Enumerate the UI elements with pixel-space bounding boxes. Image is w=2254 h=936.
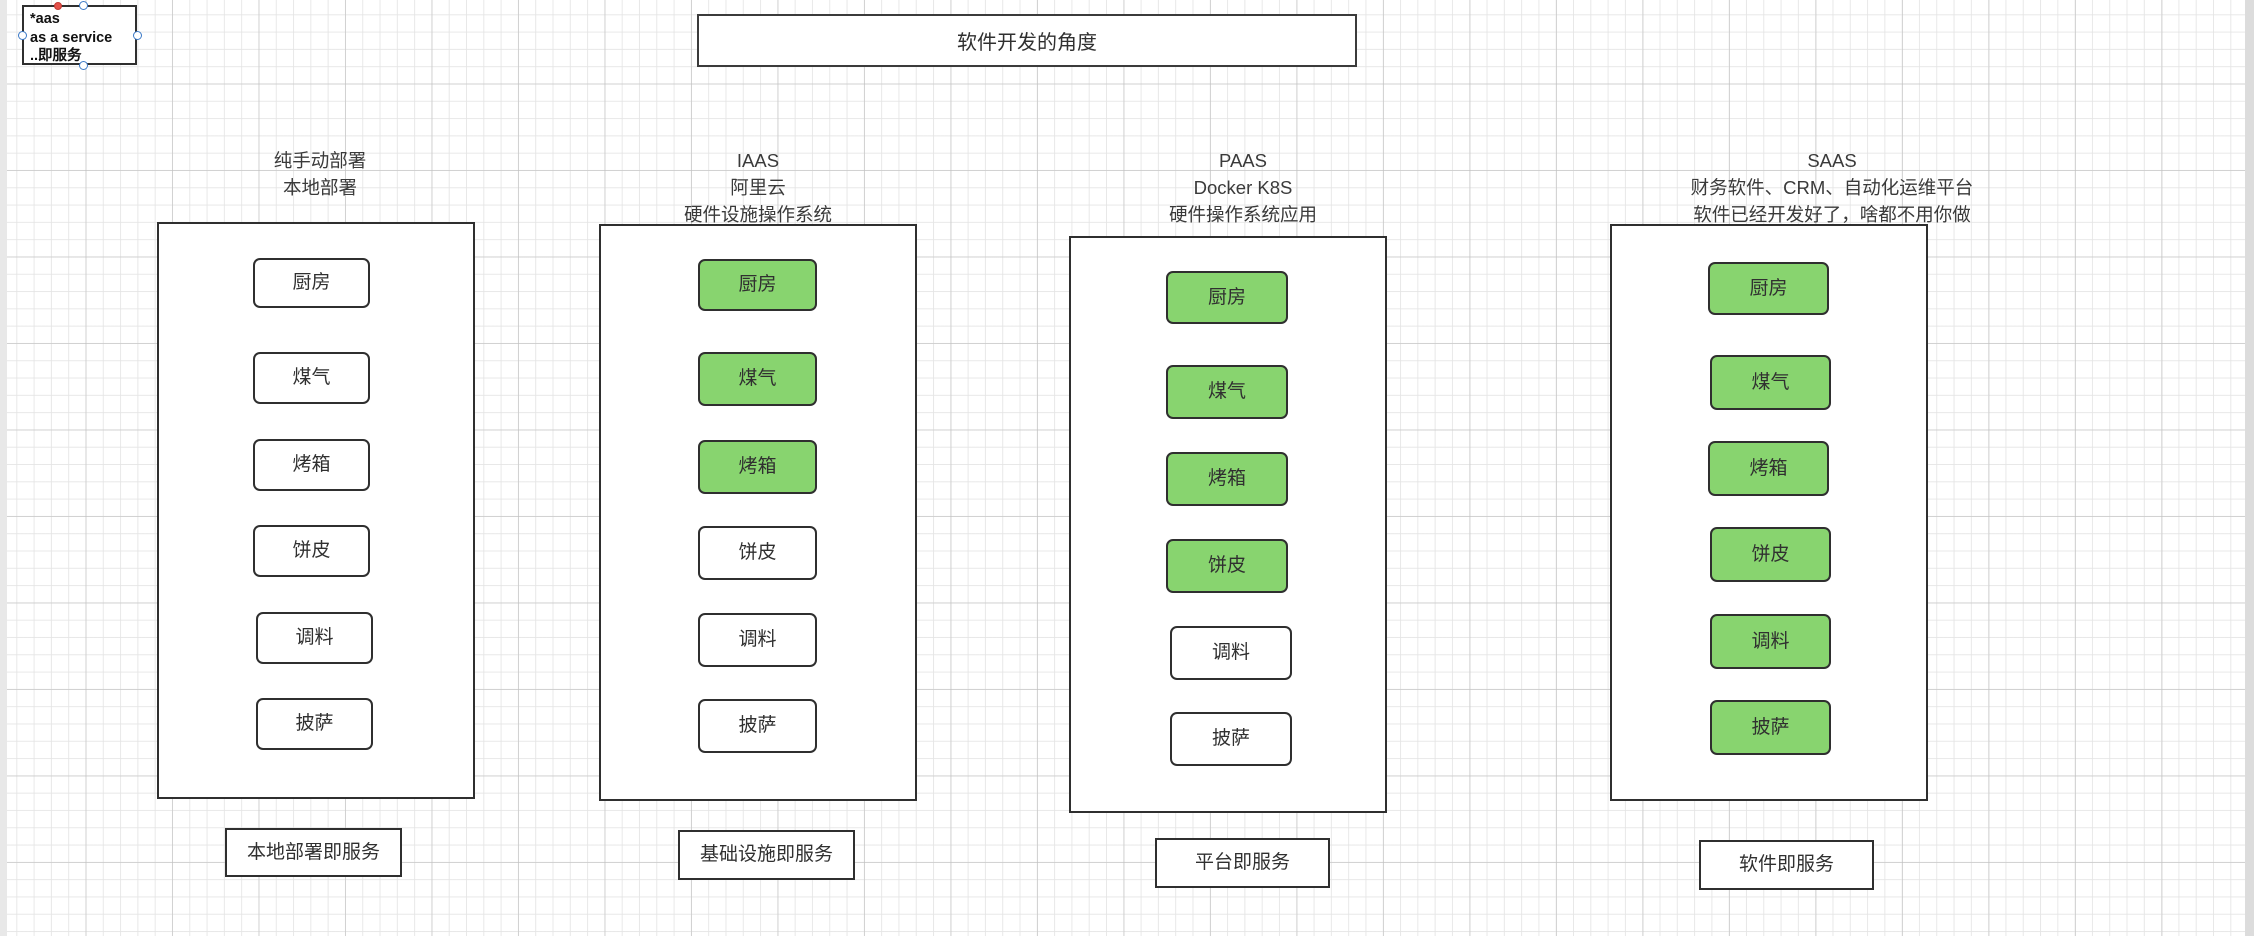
column-header-saas-line-3: 软件已经开发好了，啥都不用你做: [1693, 203, 1971, 225]
item-label: 烤箱: [1207, 468, 1246, 490]
column-header-iaas: IAAS 阿里云 硬件设施操作系统: [628, 148, 888, 228]
rotate-handle-icon[interactable]: [54, 2, 62, 10]
item-iaas-5[interactable]: 披萨: [698, 699, 817, 753]
item-label: 饼皮: [738, 542, 777, 564]
column-header-saas-line-2: 财务软件、CRM、自动化运维平台: [1690, 176, 1974, 198]
item-iaas-0[interactable]: 厨房: [698, 259, 817, 311]
item-label: 调料: [738, 629, 777, 651]
caption-label: 软件即服务: [1738, 854, 1834, 876]
caption-saas[interactable]: 软件即服务: [1699, 840, 1874, 890]
canvas-left-gutter: [0, 0, 7, 936]
legend-line-3: ..即服务: [30, 48, 82, 65]
page-title-label: 软件开发的角度: [957, 32, 1097, 54]
item-label: 披萨: [1211, 728, 1250, 750]
page-title[interactable]: 软件开发的角度: [697, 14, 1357, 67]
item-paas-4[interactable]: 调料: [1170, 626, 1292, 680]
column-header-manual-line-1: 纯手动部署: [273, 150, 367, 171]
item-iaas-2[interactable]: 烤箱: [698, 440, 817, 494]
canvas-right-scrollbar[interactable]: [2245, 0, 2254, 936]
resize-handle-right[interactable]: [133, 31, 142, 40]
column-header-paas-line-2: Docker K8S: [1193, 176, 1293, 198]
column-header-paas-line-3: 硬件操作系统应用: [1168, 203, 1317, 225]
caption-iaas[interactable]: 基础设施即服务: [678, 830, 855, 880]
caption-label: 基础设施即服务: [699, 844, 833, 866]
item-label: 厨房: [1749, 277, 1788, 299]
item-label: 煤气: [1207, 381, 1246, 403]
item-manual-2[interactable]: 烤箱: [253, 439, 370, 491]
column-header-saas-line-1: SAAS: [1807, 150, 1857, 171]
item-label: 厨房: [738, 274, 777, 296]
column-header-iaas-line-3: 硬件设施操作系统: [683, 203, 832, 225]
item-paas-0[interactable]: 厨房: [1166, 271, 1288, 324]
item-paas-3[interactable]: 饼皮: [1166, 539, 1288, 593]
column-header-iaas-line-2: 阿里云: [730, 176, 786, 198]
item-saas-4[interactable]: 调料: [1710, 614, 1831, 669]
item-label: 披萨: [1751, 716, 1790, 738]
caption-label: 平台即服务: [1194, 852, 1290, 874]
aas-legend-note[interactable]: *aas as a service ..即服务: [22, 5, 137, 65]
item-label: 调料: [1751, 630, 1790, 652]
caption-paas[interactable]: 平台即服务: [1155, 838, 1330, 888]
item-iaas-3[interactable]: 饼皮: [698, 526, 817, 580]
item-label: 调料: [295, 627, 334, 649]
caption-manual[interactable]: 本地部署即服务: [225, 828, 402, 877]
column-header-paas: PAAS Docker K8S 硬件操作系统应用: [1113, 148, 1373, 228]
column-header-manual-line-2: 本地部署: [282, 176, 357, 198]
item-paas-2[interactable]: 烤箱: [1166, 452, 1288, 506]
item-saas-2[interactable]: 烤箱: [1708, 441, 1829, 496]
item-label: 厨房: [292, 272, 331, 294]
item-label: 烤箱: [1749, 457, 1788, 479]
resize-handle-top[interactable]: [79, 1, 88, 10]
item-label: 饼皮: [1207, 555, 1246, 577]
column-header-saas: SAAS 财务软件、CRM、自动化运维平台 软件已经开发好了，啥都不用你做: [1632, 148, 2032, 228]
legend-line-1: *aas: [30, 11, 60, 27]
item-label: 煤气: [1751, 371, 1790, 393]
item-saas-5[interactable]: 披萨: [1710, 700, 1831, 755]
item-manual-0[interactable]: 厨房: [253, 258, 370, 308]
item-saas-1[interactable]: 煤气: [1710, 355, 1831, 410]
item-label: 煤气: [738, 368, 777, 390]
item-paas-1[interactable]: 煤气: [1166, 365, 1288, 419]
item-label: 烤箱: [292, 454, 331, 476]
item-label: 饼皮: [292, 540, 331, 562]
item-label: 调料: [1211, 642, 1250, 664]
item-label: 披萨: [295, 713, 334, 735]
column-header-iaas-line-1: IAAS: [736, 150, 780, 171]
item-iaas-1[interactable]: 煤气: [698, 352, 817, 406]
item-label: 厨房: [1207, 286, 1246, 308]
item-manual-3[interactable]: 饼皮: [253, 525, 370, 577]
item-paas-5[interactable]: 披萨: [1170, 712, 1292, 766]
column-header-manual: 纯手动部署 本地部署: [190, 148, 450, 202]
item-saas-0[interactable]: 厨房: [1708, 262, 1829, 315]
item-manual-4[interactable]: 调料: [256, 612, 373, 664]
item-manual-1[interactable]: 煤气: [253, 352, 370, 404]
item-label: 烤箱: [738, 456, 777, 478]
resize-handle-bottom[interactable]: [79, 61, 88, 70]
column-header-paas-line-1: PAAS: [1219, 150, 1267, 171]
item-label: 煤气: [292, 367, 331, 389]
item-saas-3[interactable]: 饼皮: [1710, 527, 1831, 582]
legend-line-2: as a service: [30, 29, 113, 46]
item-label: 饼皮: [1751, 543, 1790, 565]
caption-label: 本地部署即服务: [246, 841, 380, 863]
item-label: 披萨: [738, 715, 777, 737]
item-manual-5[interactable]: 披萨: [256, 698, 373, 750]
resize-handle-left[interactable]: [18, 31, 27, 40]
item-iaas-4[interactable]: 调料: [698, 613, 817, 667]
